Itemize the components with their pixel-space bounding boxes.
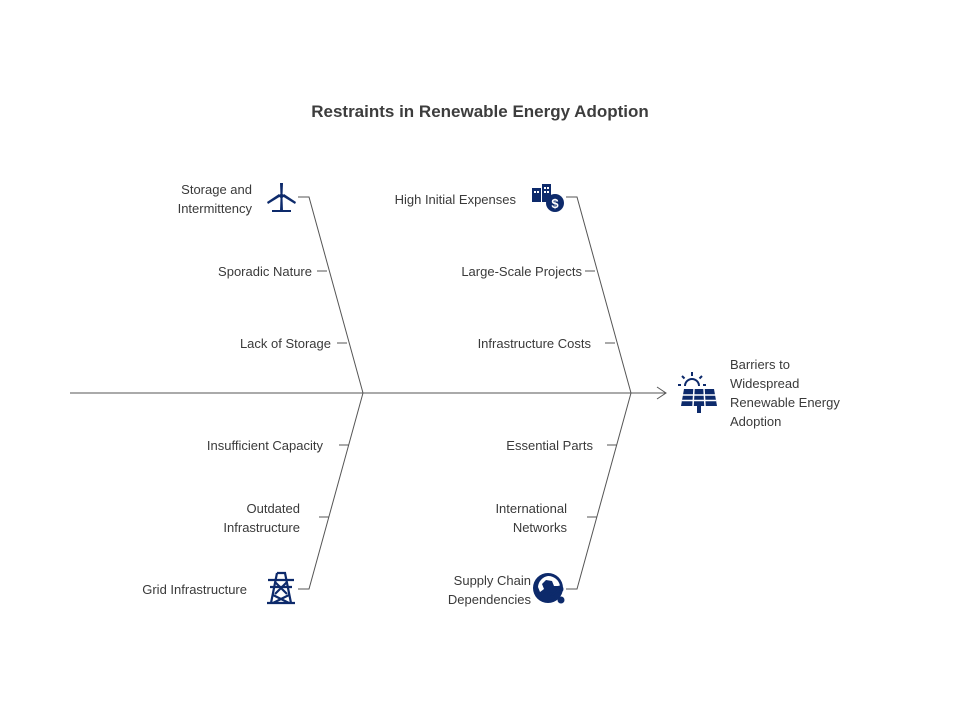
cause-large-scale: Large-Scale Projects (461, 264, 582, 279)
building-dollar-icon: $ (532, 184, 564, 212)
spine-arrowhead (656, 386, 667, 400)
branch-grid (298, 392, 364, 590)
cause-outdated-infrastructure: Outdated Infrastructure (190, 499, 300, 537)
category-supply-line1: Supply Chain (453, 573, 531, 588)
solar-panel-icon (678, 372, 717, 413)
branch-supply (566, 392, 632, 590)
wind-turbine-icon (267, 183, 296, 212)
effect-label: Barriers to Widespread Renewable Energy … (730, 355, 880, 431)
cause-outdated-line2: Infrastructure (223, 520, 300, 535)
diagram-title: Restraints in Renewable Energy Adoption (311, 102, 649, 121)
effect-line2: Widespread (730, 376, 800, 391)
effect-line1: Barriers to (730, 357, 790, 372)
effect-line4: Adoption (730, 414, 782, 429)
cause-sporadic: Sporadic Nature (218, 264, 312, 279)
cause-international-networks: International Networks (460, 499, 567, 537)
branch-storage (298, 196, 364, 394)
cause-essential-parts: Essential Parts (506, 438, 593, 453)
category-supply-label: Supply Chain Dependencies (420, 571, 531, 609)
cause-outdated-line1: Outdated (246, 501, 301, 516)
cause-international-line1: International (495, 501, 567, 516)
globe-network-icon (533, 573, 565, 604)
category-storage-line1: Storage and (181, 182, 252, 197)
category-expenses-label: High Initial Expenses (394, 192, 516, 207)
branch-expenses (566, 196, 632, 394)
cause-international-line2: Networks (512, 520, 567, 535)
cause-insufficient-capacity: Insufficient Capacity (206, 438, 323, 453)
category-storage-label: Storage and Intermittency (150, 180, 252, 218)
transmission-tower-icon (267, 571, 295, 605)
svg-text:$: $ (551, 196, 559, 211)
effect-line3: Renewable Energy (730, 395, 840, 410)
cause-infrastructure-costs: Infrastructure Costs (477, 336, 591, 351)
cause-lack-storage: Lack of Storage (239, 336, 331, 351)
category-grid-label: Grid Infrastructure (142, 582, 247, 597)
category-storage-line2: Intermittency (177, 201, 252, 216)
category-supply-line2: Dependencies (447, 592, 531, 607)
